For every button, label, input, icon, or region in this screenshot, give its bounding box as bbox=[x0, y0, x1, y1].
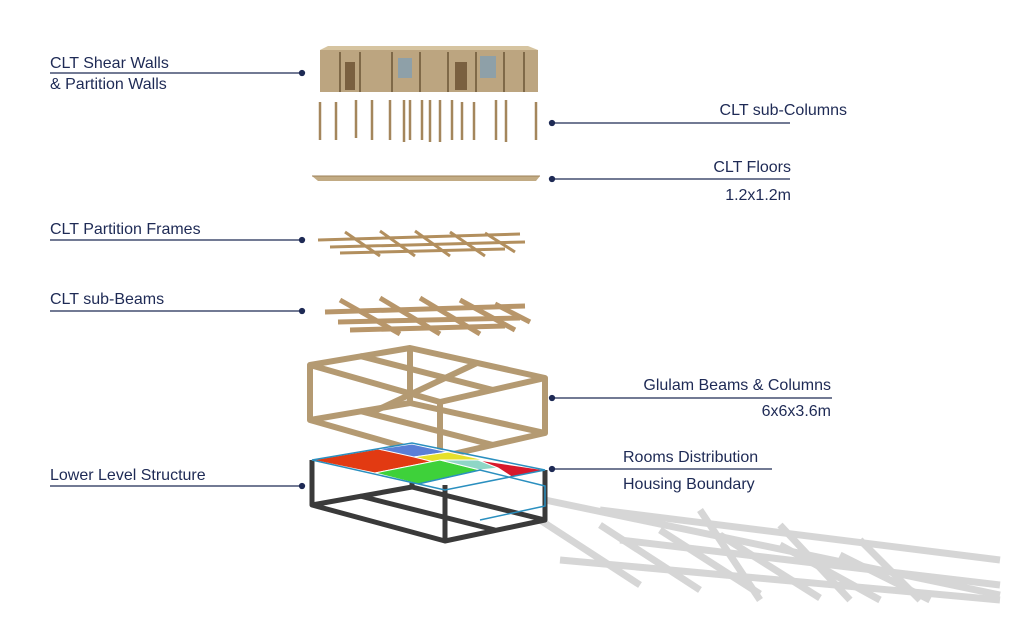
label-lower-level-structure: Lower Level Structure bbox=[50, 466, 206, 486]
clt-shear-walls-block bbox=[320, 46, 538, 92]
label-rooms-distribution: Rooms Distribution bbox=[623, 448, 758, 468]
ground-shadow bbox=[540, 500, 1000, 600]
label-clt-floors: CLT Floors bbox=[713, 158, 791, 178]
label-clt-shear-walls: CLT Shear Walls bbox=[50, 54, 169, 74]
label-partition-walls: & Partition Walls bbox=[50, 75, 167, 95]
clt-sub-beams bbox=[325, 298, 530, 334]
label-glulam-dimensions: 6x6x3.6m bbox=[762, 402, 831, 422]
clt-floor-slab bbox=[312, 176, 540, 181]
label-glulam-beams-columns: Glulam Beams & Columns bbox=[643, 376, 831, 396]
label-clt-partition-frames: CLT Partition Frames bbox=[50, 220, 201, 240]
label-clt-sub-beams: CLT sub-Beams bbox=[50, 290, 164, 310]
label-clt-sub-columns: CLT sub-Columns bbox=[720, 101, 847, 121]
clt-sub-columns bbox=[320, 100, 536, 142]
clt-partition-frames bbox=[318, 231, 525, 256]
glulam-beams-columns bbox=[310, 348, 545, 457]
label-floor-dimensions: 1.2x1.2m bbox=[725, 186, 791, 206]
label-housing-boundary: Housing Boundary bbox=[623, 475, 755, 495]
